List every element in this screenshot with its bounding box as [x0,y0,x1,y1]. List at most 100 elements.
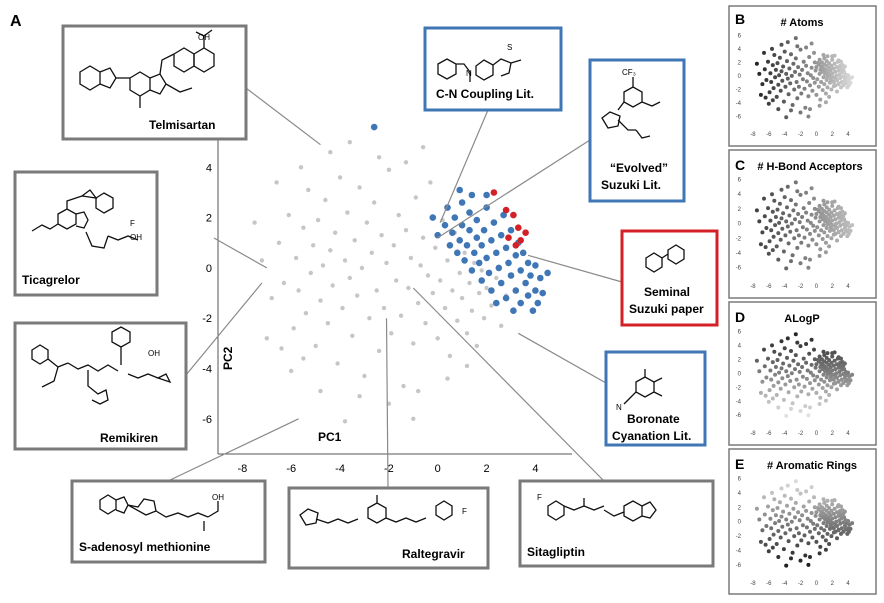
boronate-cyanation-callout: N Boronate Cyanation Lit. [604,350,707,447]
literature-point [502,294,510,302]
raltegravir-label: Raltegravir [402,547,465,561]
mini-scatter-point [795,340,800,345]
mini-y-tick-label: -2 [736,87,742,93]
mini-scatter-point [839,377,844,382]
mini-scatter-point [827,393,832,397]
mini-scatter-point [776,231,781,236]
background-point [303,311,309,316]
mini-scatter-point [757,369,762,374]
y-tick-label: -4 [202,364,212,376]
mini-scatter-point [784,517,789,522]
mini-scatter-point [800,77,805,82]
mini-y-tick-label: -4 [736,399,742,405]
background-point [386,167,392,172]
sitagliptin-structure-icon [547,498,657,522]
background-point [318,298,323,303]
background-point [298,165,304,170]
background-point [347,275,352,281]
background-point [457,270,462,276]
mini-y-tick-label: -4 [736,101,742,107]
mini-y-tick-label: 6 [738,476,742,482]
background-point [328,150,333,155]
mini-x-tick-label: -2 [798,284,804,290]
mini-scatter-point [785,59,789,64]
mini-y-tick-label: 0 [738,74,742,80]
mini-x-tick-label: 4 [846,581,850,587]
mini-scatter-point [795,96,800,101]
background-point [477,290,482,296]
mini-scatter-point [814,92,819,97]
background-point [479,268,484,273]
mini-scatter-point [831,223,835,228]
mini-scatter-point [773,223,778,228]
mini-scatter-point [823,100,828,105]
background-point [308,270,313,276]
mini-scatter-point [831,526,836,531]
mini-scatter-point [817,551,822,556]
mini-scatter-point [822,202,827,207]
mini-scatter-point [789,221,794,226]
mini-y-tick-label: 6 [738,33,742,39]
mini-scatter-point [825,200,830,205]
mini-scatter-point [762,214,767,219]
mini-scatter-point [827,542,832,546]
mini-scatter-point [804,525,809,530]
mini-scatter-point [763,542,768,547]
raltegravir-f-label: F [462,507,467,516]
mini-scatter-point [819,526,824,531]
background-point [274,180,279,185]
mini-scatter-point [772,53,777,57]
mini-scatter-point [841,511,846,516]
seminal-point [490,189,498,196]
mini-scatter-point [807,351,812,356]
mini-scatter-point [806,114,811,119]
mini-scatter-point [778,386,783,391]
mini-scatter-point [773,75,778,80]
background-point [413,195,418,200]
mini-scatter-point [812,505,817,510]
literature-point [532,262,539,269]
mini-scatter-point [839,526,844,531]
mini-scatter-point [808,220,813,225]
mini-scatter-point [812,495,816,500]
mini-scatter-point [821,349,826,354]
mini-scatter-point [808,555,812,559]
mini-scatter-point [830,203,835,208]
x-axis-label: PC1 [318,430,342,444]
literature-point [441,221,449,229]
mini-scatter-point [833,515,838,520]
literature-point [524,259,532,267]
mini-scatter-point [816,531,821,536]
mini-scatter-point [850,75,855,80]
mini-scatter-point [836,204,841,209]
mini-scatter-point [785,355,789,360]
mini-y-tick-label: -4 [736,549,742,555]
mini-scatter-point [802,86,807,91]
mini-y-tick-label: -6 [736,115,742,121]
mini-scatter-point [817,402,822,406]
mini-scatter-point [812,357,817,362]
mini-scatter-point [807,55,812,59]
background-point [320,263,326,268]
mini-scatter-point [770,209,775,214]
mini-scatter-point [832,53,837,58]
mini-scatter-point [794,228,799,233]
mini-scatter-point [811,373,816,378]
mini-scatter-point [782,346,787,351]
mini-scatter-point [811,223,816,228]
mini-y-tick-label: 6 [738,177,742,183]
background-point [301,225,306,230]
literature-point [522,279,529,287]
mini-scatter-point [773,513,778,518]
mini-scatter-point [780,524,785,529]
background-point [420,145,426,150]
mini-scatter-point [770,192,774,197]
mini-scatter-point [811,76,816,80]
mini-scatter-point [772,198,777,203]
mini-scatter-point [798,344,803,349]
mini-scatter-point [773,215,778,219]
mini-scatter-point [818,544,823,549]
mini-scatter-point [805,71,810,76]
